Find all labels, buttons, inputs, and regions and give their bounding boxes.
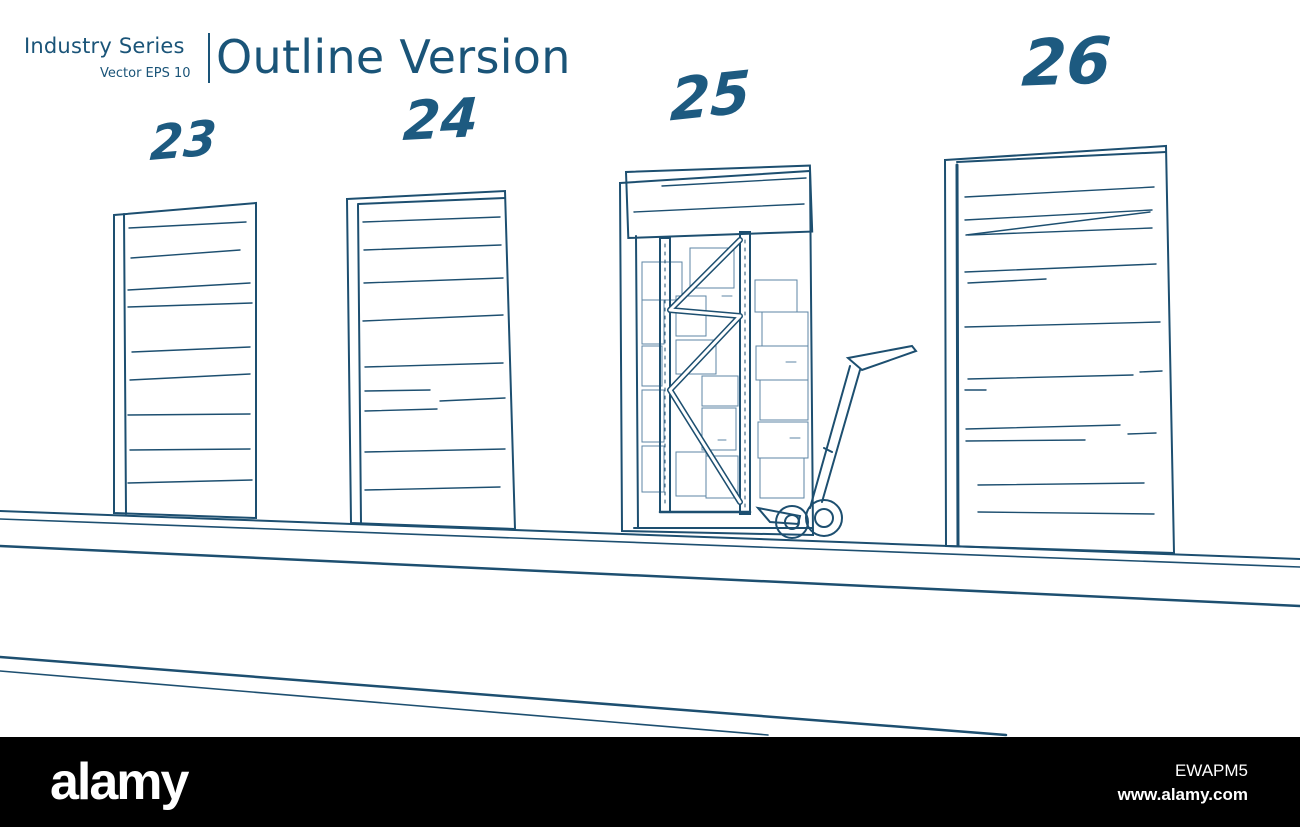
dock-number-23: 23 (148, 109, 219, 173)
series-label: Industry Series (24, 34, 185, 58)
dock-door-25-open (618, 164, 815, 537)
dock-platform (0, 510, 1300, 737)
dock-number-26: 26 (1020, 24, 1113, 102)
dock-door-23 (113, 201, 257, 520)
dock-door-26 (943, 144, 1176, 555)
watermark-bar (0, 737, 1300, 827)
alamy-logo: alamy (50, 753, 189, 811)
hand-truck (755, 344, 918, 539)
outline-title: Outline Version (216, 30, 571, 84)
dock-number-24: 24 (401, 85, 480, 154)
image-code: EWAPM5 (1174, 761, 1248, 780)
dock-number-25: 25 (669, 57, 752, 135)
warehouse-scene (0, 0, 1300, 737)
header-divider (208, 33, 210, 83)
site-url: www.alamy.com (1117, 785, 1248, 804)
format-label: Vector EPS 10 (100, 66, 191, 81)
dock-door-24 (345, 189, 517, 531)
loading-dock-illustration (0, 144, 1300, 737)
